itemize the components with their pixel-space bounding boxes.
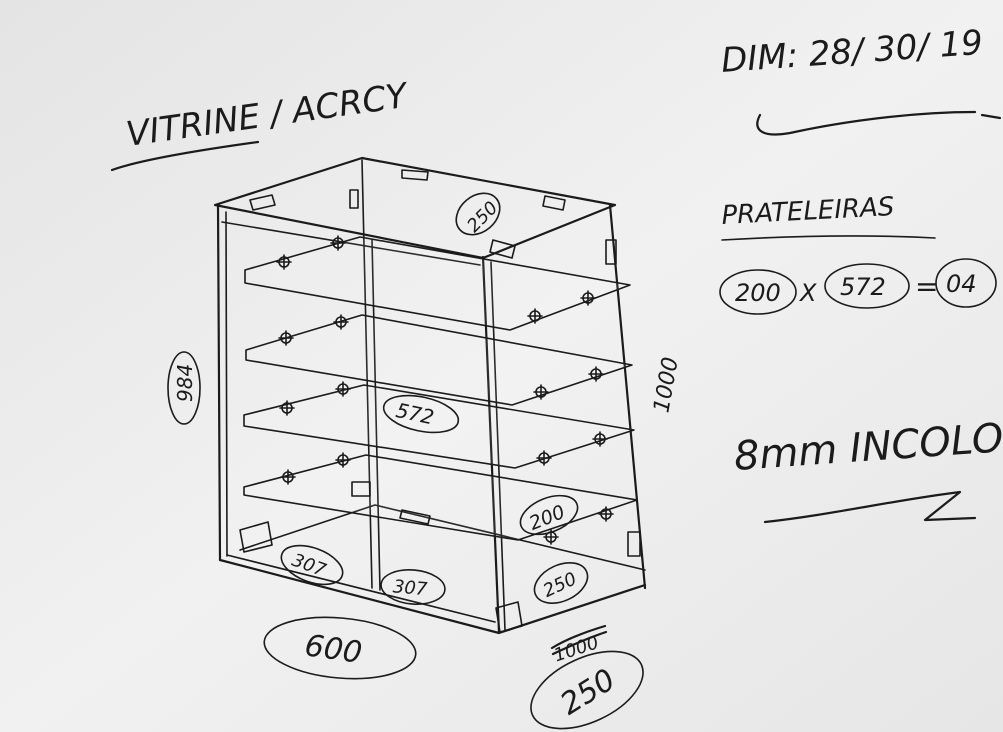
hinge-marks	[239, 169, 641, 633]
title-underline	[110, 140, 260, 172]
dim-height-left: 984	[167, 351, 201, 425]
svg-text:307: 307	[392, 576, 429, 600]
svg-text:=: =	[915, 270, 938, 303]
date-flourish	[756, 110, 977, 136]
dim-total-width: 600	[263, 616, 417, 680]
scratch-lines	[550, 624, 608, 656]
dim-door-right: 307	[380, 569, 446, 605]
svg-text:984: 984	[173, 364, 197, 402]
svg-text:04: 04	[946, 270, 977, 298]
shelf-2	[245, 314, 633, 406]
shelf-formula: 200 X 572 = 04	[719, 258, 997, 315]
svg-text:200: 200	[735, 279, 781, 307]
svg-text:600: 600	[303, 628, 365, 671]
shelves-underline	[721, 235, 936, 241]
material-flourish	[763, 490, 977, 524]
shelf-3	[243, 384, 635, 469]
svg-text:572: 572	[840, 273, 886, 301]
shelves	[243, 236, 638, 541]
svg-text:X: X	[798, 279, 817, 307]
cabinet-frame	[213, 156, 647, 635]
